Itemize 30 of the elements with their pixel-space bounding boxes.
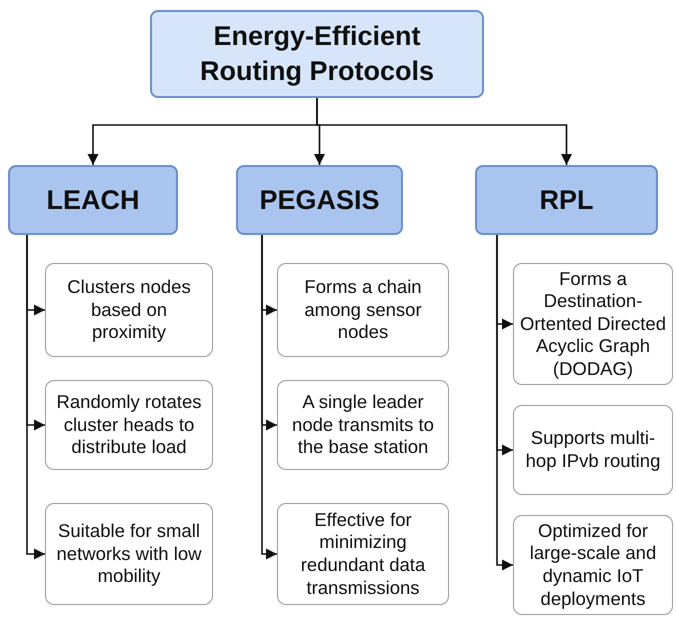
description-box — [513, 515, 673, 615]
node-text: Optimized for large-scale and dynamic IoT deployments — [528, 520, 658, 610]
node-text: LEACH — [46, 184, 140, 216]
title-box — [150, 10, 484, 98]
node-text: Suitable for small networks with low mobility — [56, 520, 202, 588]
node-text: Randomly rotates cluster heads to distribute load — [56, 391, 202, 459]
node-text: Supports multi-hop IPvb routing — [524, 427, 662, 473]
node-text: Clusters nodes based on proximity — [66, 276, 192, 344]
node-text: RPL — [540, 184, 594, 216]
arrow — [316, 98, 572, 165]
description-box — [277, 380, 449, 470]
node-text: PEGASIS — [259, 184, 380, 216]
node-text: Effective for minimizing redundant data transmissions — [300, 508, 426, 600]
description-box — [45, 503, 213, 605]
description-box — [513, 405, 673, 495]
arrow — [261, 235, 277, 560]
category-box — [475, 165, 658, 235]
description-box — [45, 263, 213, 357]
category-box — [8, 165, 178, 235]
description-box — [45, 380, 213, 470]
arrow — [26, 235, 45, 560]
description-box — [277, 503, 449, 605]
description-box — [513, 263, 673, 385]
node-text: A single leader node transmits to the base station — [291, 391, 435, 459]
node-text: Forms a Destination-Ortented Directed Acyclic Graph (DODAG) — [520, 268, 666, 380]
category-box — [236, 165, 403, 235]
node-text: Forms a chain among sensor nodes — [303, 276, 423, 344]
node-text: Energy-Efficient Routing Protocols — [199, 20, 435, 88]
arrow — [496, 235, 513, 571]
description-box — [277, 263, 449, 357]
